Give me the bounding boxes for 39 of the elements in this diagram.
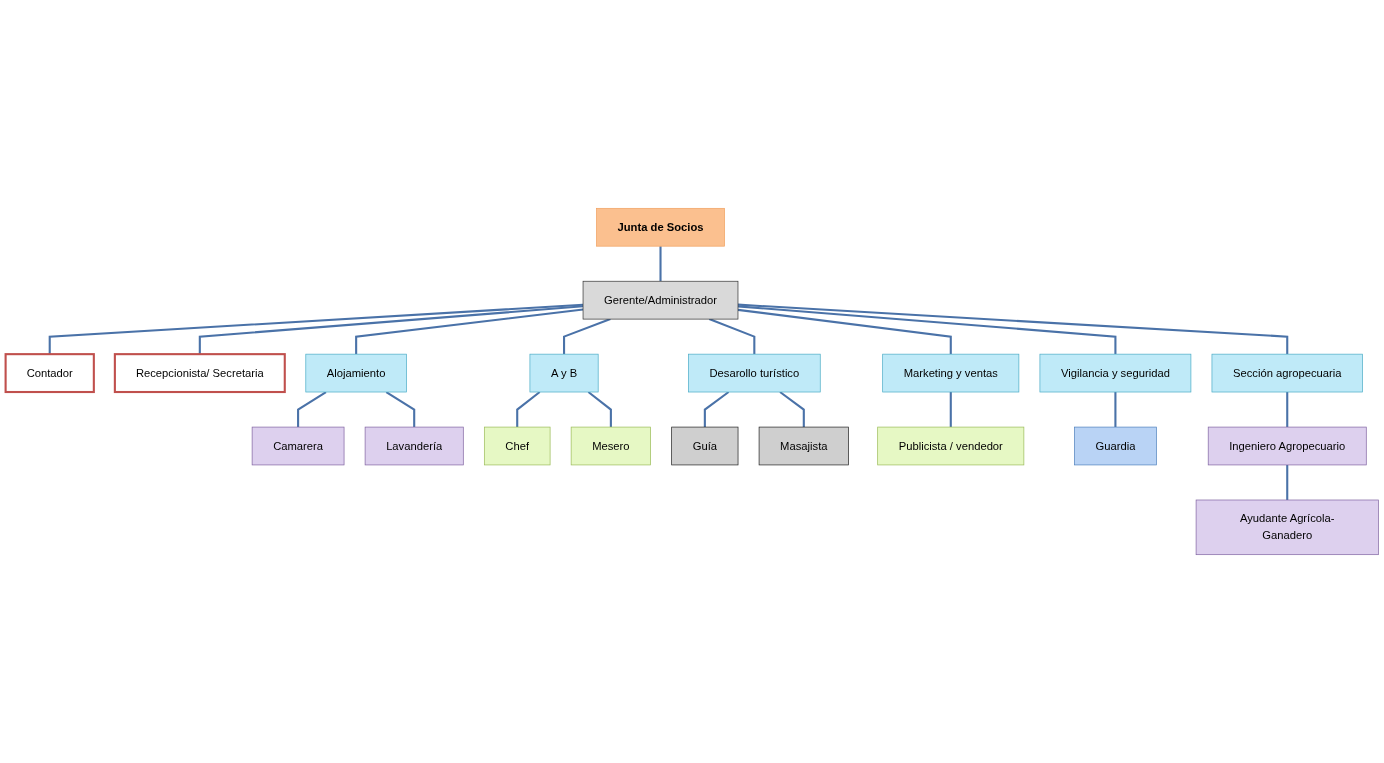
- connector: [949, 392, 952, 428]
- connector: [48, 303, 584, 355]
- node-box: Chef: [484, 426, 551, 466]
- node-box: Desarollo turístico: [688, 353, 821, 393]
- node-box: Marketing y ventas: [882, 353, 1020, 393]
- connector: [737, 308, 952, 355]
- node-box: Lavandería: [364, 426, 464, 466]
- connector: [1114, 392, 1117, 428]
- node-box: Mesero: [570, 426, 651, 466]
- node-box: Alojamiento: [305, 353, 407, 393]
- node-box: Ayudante Agrícola-Ganadero: [1195, 499, 1379, 556]
- node-box: Masajista: [758, 426, 849, 466]
- node-box: A y B: [529, 353, 599, 393]
- node-box: Ingeniero Agropecuario: [1207, 426, 1367, 466]
- connector: [355, 308, 584, 355]
- connector: [779, 391, 805, 428]
- connector: [563, 318, 611, 355]
- connector: [297, 391, 327, 428]
- connector: [703, 391, 730, 428]
- node-box: Gerente/Administrador: [582, 280, 739, 320]
- connector: [516, 391, 541, 428]
- connector: [1286, 392, 1289, 428]
- node-box: Publicista / vendedor: [877, 426, 1025, 466]
- connector: [385, 391, 416, 428]
- connector: [708, 318, 756, 355]
- node-box: Sección agropecuaria: [1211, 353, 1363, 393]
- node-box: Vigilancia y seguridad: [1039, 353, 1192, 393]
- connector: [737, 303, 1289, 355]
- connector: [1286, 464, 1289, 500]
- node-box: Recepcionista/ Secretaria: [113, 353, 286, 394]
- node-box: Guía: [671, 426, 739, 466]
- node-box: Junta de Socios: [596, 207, 725, 247]
- node-box: Guardia: [1074, 426, 1157, 466]
- connector: [587, 391, 612, 428]
- node-box: Camarera: [251, 426, 345, 466]
- connector: [659, 246, 662, 282]
- connector: [737, 305, 1117, 355]
- node-box: Contador: [4, 353, 95, 394]
- connector: [198, 305, 584, 355]
